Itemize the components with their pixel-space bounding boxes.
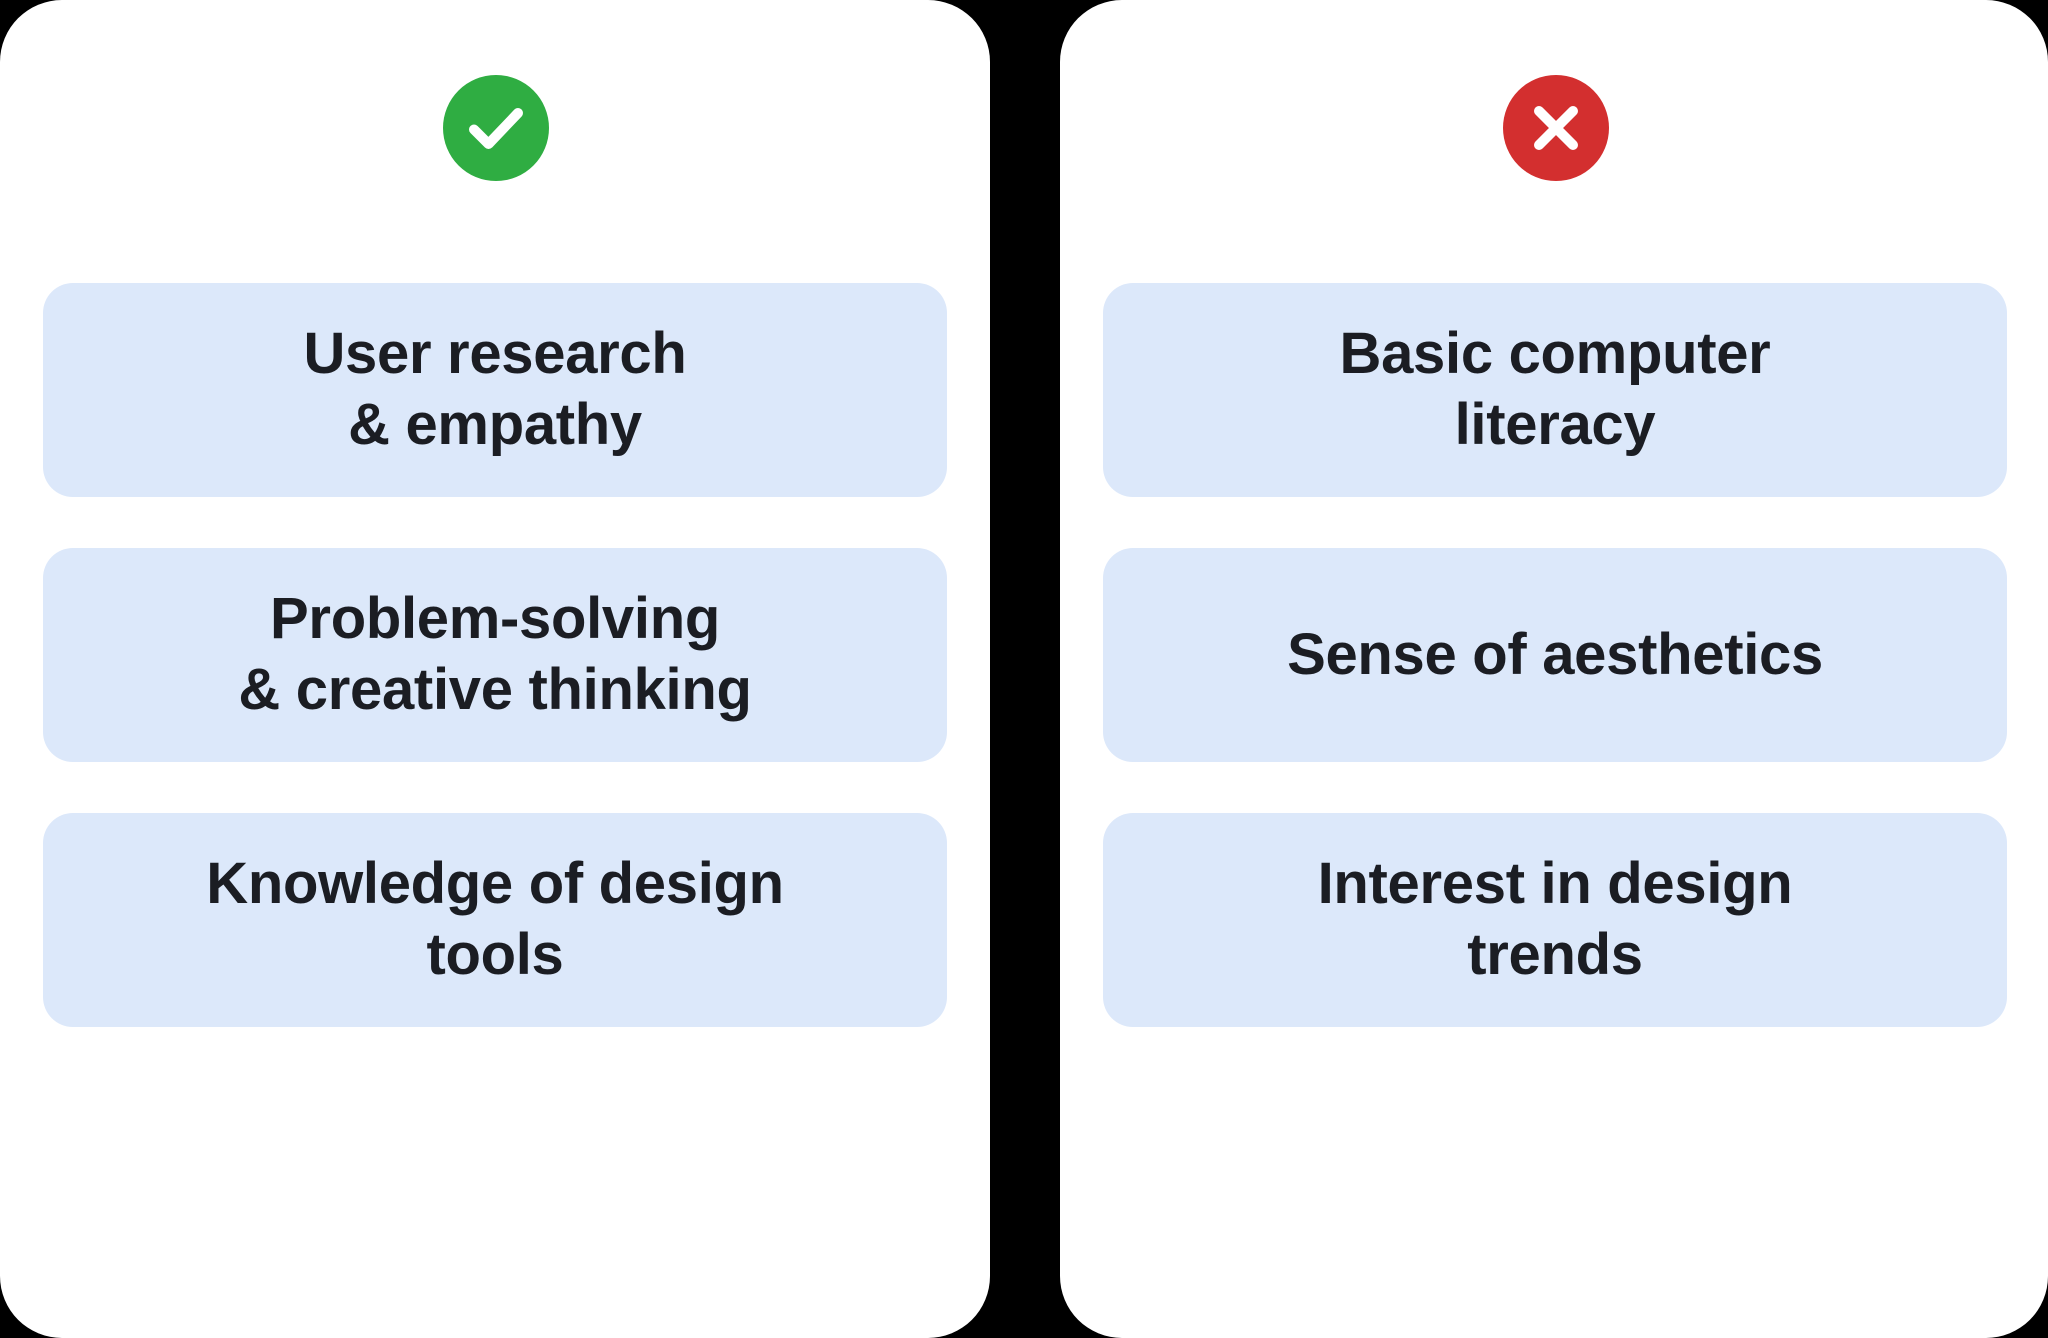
pill-label: Interest in design trends [1317,851,1793,987]
pill-list-not-required: Basic computer literacy Sense of aesthet… [1103,283,2007,1027]
list-item[interactable]: Interest in design trends [1103,813,2007,1027]
pill-label: Problem-solving & creative thinking [238,586,752,722]
list-item[interactable]: Basic computer literacy [1103,283,2007,497]
list-item[interactable]: User research & empathy [43,283,947,497]
pill-label: Basic computer literacy [1339,321,1771,457]
pill-label: Sense of aesthetics [1287,621,1823,687]
list-item[interactable]: Sense of aesthetics [1103,548,2007,762]
list-item[interactable]: Problem-solving & creative thinking [43,548,947,762]
pill-list-required: User research & empathy Problem-solving … [43,283,947,1027]
pill-label: Knowledge of design tools [206,851,784,987]
pill-label: User research & empathy [303,321,687,457]
x-circle-icon [1503,75,1609,181]
card-not-required-skills: Basic computer literacy Sense of aesthet… [1060,0,2048,1338]
card-required-skills: User research & empathy Problem-solving … [0,0,990,1338]
list-item[interactable]: Knowledge of design tools [43,813,947,1027]
check-circle-icon [443,75,549,181]
